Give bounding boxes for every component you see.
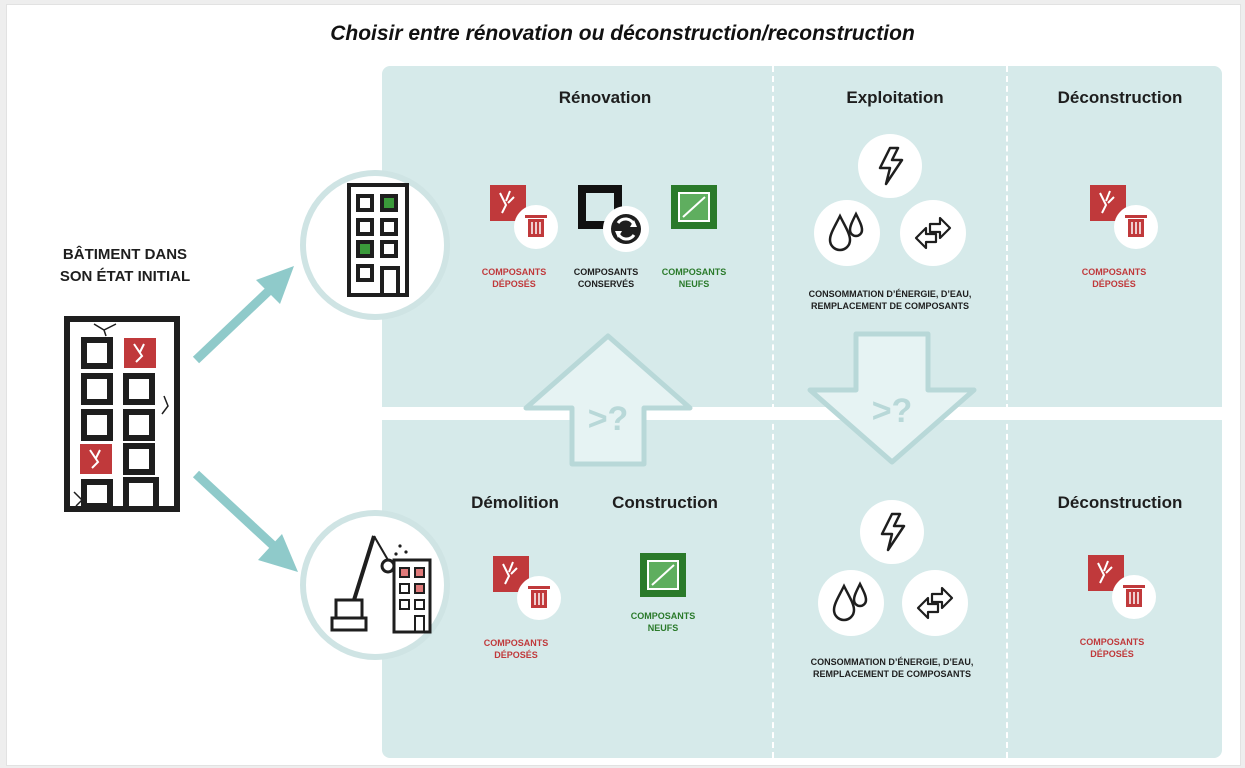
energy-circle-bottom: [860, 500, 924, 564]
exploitation-bottom-caption-line1: CONSOMMATION D’ÉNERGIE, D’EAU,: [810, 657, 974, 667]
exploitation-top-caption-line2: REMPLACEMENT DE COMPOSANTS: [810, 301, 969, 311]
initial-building-label-line1: BÂTIMENT DANS: [62, 246, 188, 263]
construction-label: COMPOSANTS NEUFS: [625, 610, 701, 634]
reno-new-label-line2: NEUFS: [678, 279, 710, 289]
figure-title: Choisir entre rénovation ou déconstructi…: [330, 22, 915, 45]
renovated-building-icon: [347, 183, 409, 297]
water-drops-icon: [828, 211, 864, 252]
decon-top-label: COMPOSANTS DÉPOSÉS: [1076, 266, 1152, 290]
construction-label-line1: COMPOSANTS: [630, 611, 696, 621]
exploitation-top-caption-line1: CONSOMMATION D’ÉNERGIE, D’EAU,: [808, 289, 972, 299]
column-divider-1: [772, 66, 774, 758]
lightning-icon: [878, 146, 904, 186]
decon-bottom-label-line1: COMPOSANTS: [1079, 637, 1145, 647]
energy-circle-top: [858, 134, 922, 198]
decon-top-label-line1: COMPOSANTS: [1081, 267, 1147, 277]
initial-building-label-line2: SON ÉTAT INITIAL: [59, 268, 191, 285]
column-divider-2: [1006, 66, 1008, 758]
exchange-arrows-icon: [914, 216, 952, 250]
comparison-arrow-down: >?: [807, 331, 977, 465]
removed-component-icon: [1090, 185, 1158, 249]
reno-kept-label-line1: COMPOSANTS: [573, 267, 639, 277]
comparison-down-text: >?: [872, 392, 913, 430]
new-component-icon: [640, 553, 686, 597]
reno-new-label: COMPOSANTS NEUFS: [656, 266, 732, 290]
comparison-up-text: >?: [588, 400, 629, 438]
demolition-label: COMPOSANTS DÉPOSÉS: [478, 637, 554, 661]
initial-building-label: BÂTIMENT DANS SON ÉTAT INITIAL: [40, 244, 210, 288]
removed-component-icon: [493, 556, 561, 620]
removed-component-icon: [1088, 555, 1156, 619]
exploitation-top-caption: CONSOMMATION D’ÉNERGIE, D’EAU, REMPLACEM…: [790, 288, 990, 312]
removed-component-icon: [490, 185, 558, 249]
comparison-arrow-up: >?: [523, 333, 693, 467]
header-demolition: Démolition: [471, 493, 559, 512]
kept-component-icon: [578, 185, 649, 252]
header-renovation: Rénovation: [558, 88, 652, 107]
reno-kept-label: COMPOSANTS CONSERVÉS: [568, 266, 644, 290]
reno-kept-label-line2: CONSERVÉS: [577, 279, 635, 289]
header-construction: Construction: [612, 493, 718, 512]
header-deconstruction-top: Déconstruction: [1057, 88, 1183, 107]
demolition-icon: [330, 535, 432, 634]
reno-removed-label-line1: COMPOSANTS: [481, 267, 547, 277]
exchange-arrows-icon: [916, 586, 954, 620]
demolition-label-line1: COMPOSANTS: [483, 638, 549, 648]
construction-label-line2: NEUFS: [647, 623, 679, 633]
header-deconstruction-bottom: Déconstruction: [1057, 493, 1183, 512]
demolition-label-line2: DÉPOSÉS: [494, 650, 538, 660]
decon-bottom-label-line2: DÉPOSÉS: [1090, 649, 1134, 659]
exploitation-bottom-caption-line2: REMPLACEMENT DE COMPOSANTS: [812, 669, 971, 679]
reno-removed-label: COMPOSANTS DÉPOSÉS: [476, 266, 552, 290]
header-exploitation: Exploitation: [846, 88, 944, 107]
water-drops-icon: [832, 581, 868, 622]
exploitation-bottom-caption: CONSOMMATION D’ÉNERGIE, D’EAU, REMPLACEM…: [792, 656, 992, 680]
lightning-icon: [880, 512, 906, 552]
reno-removed-label-line2: DÉPOSÉS: [492, 279, 536, 289]
reno-new-label-line1: COMPOSANTS: [661, 267, 727, 277]
row-separator: [370, 407, 1222, 420]
arrow-to-renovation: [192, 266, 294, 364]
decon-top-label-line2: DÉPOSÉS: [1092, 279, 1136, 289]
new-component-icon: [671, 185, 717, 229]
initial-building-icon: [64, 316, 180, 512]
decon-bottom-label: COMPOSANTS DÉPOSÉS: [1074, 636, 1150, 660]
arrow-to-demolition: [192, 470, 298, 572]
